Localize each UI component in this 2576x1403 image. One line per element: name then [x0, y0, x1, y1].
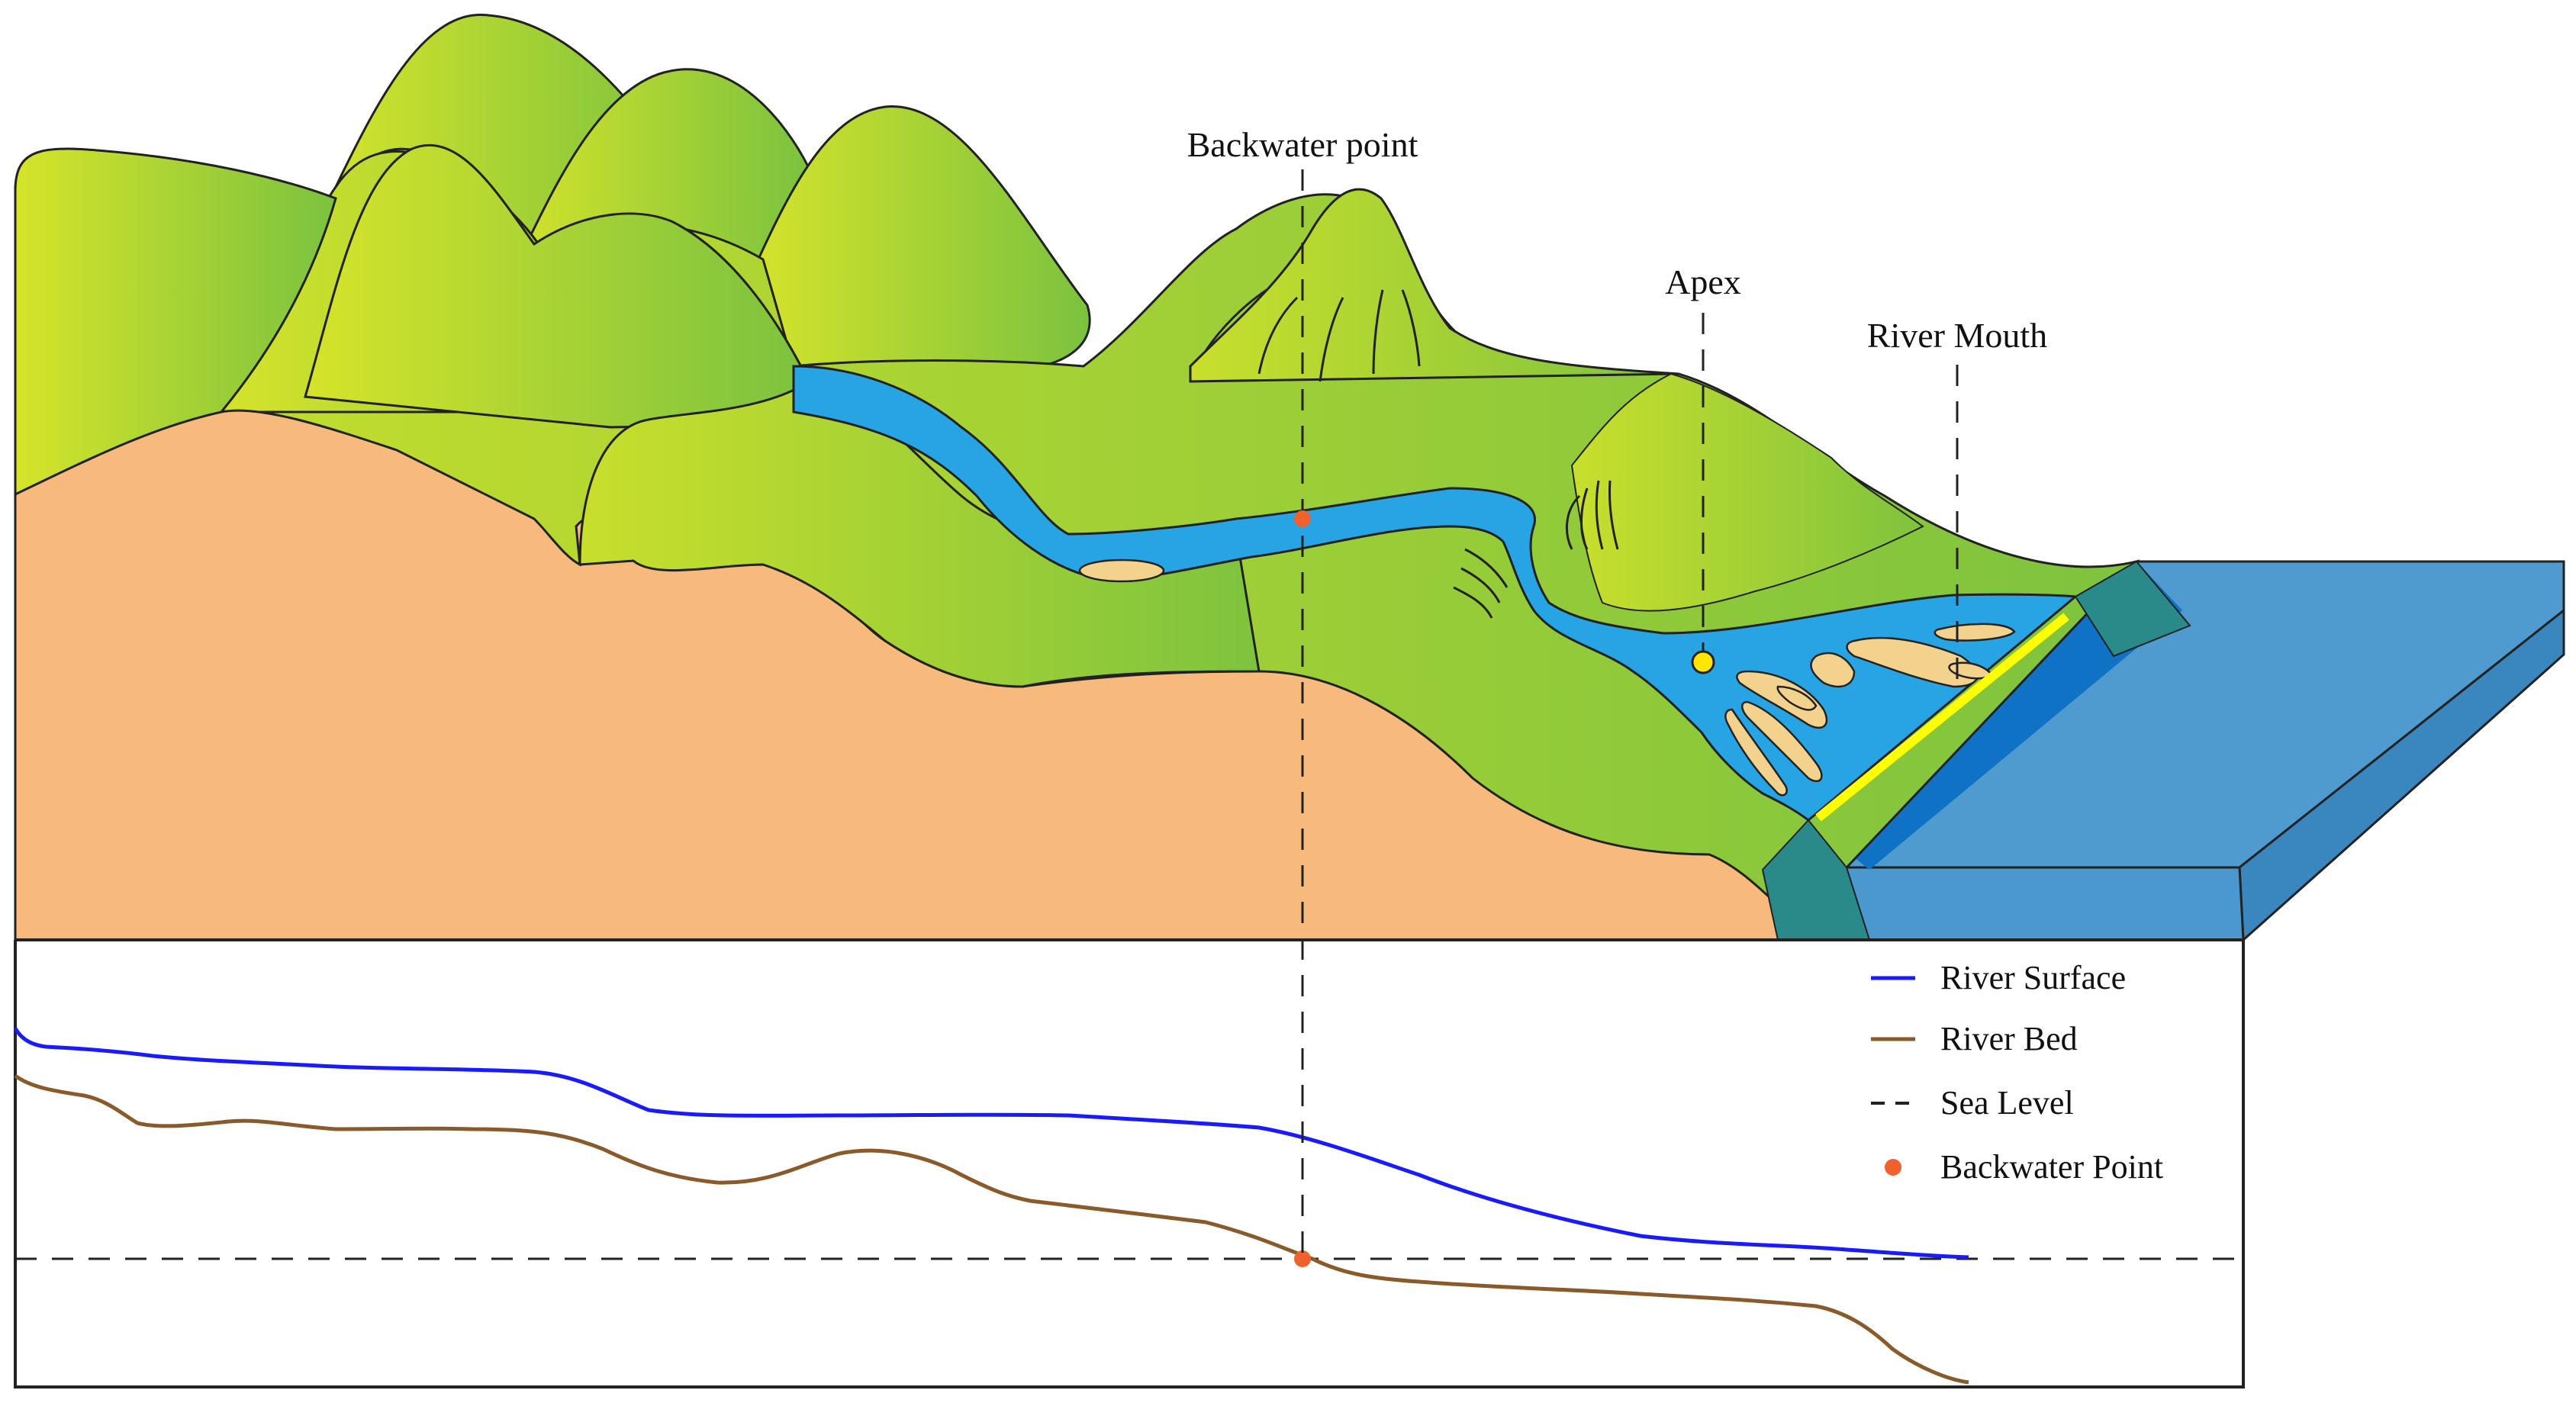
center-ridges: [1453, 548, 1509, 619]
river-mouth-line: [1815, 613, 2069, 822]
right-hill: [1570, 372, 1924, 612]
backwater-point-profile-dot: [1294, 1250, 1311, 1267]
backwater-point-map-dot: [1294, 510, 1311, 527]
legend-backwater-point-swatch: [1885, 1159, 1901, 1176]
river-mouth-label: River Mouth: [1867, 316, 2047, 355]
right-hill-ridges: [1565, 480, 1619, 550]
shoal-edge-top: [2074, 560, 2191, 658]
legend-river-bed-label: River Bed: [1940, 1020, 2078, 1057]
sand-bar: [1810, 652, 1856, 688]
guide-lines: [1301, 169, 1959, 1259]
sand-bar: [1741, 700, 1823, 783]
sand-bar: [1934, 623, 2016, 642]
sand-bar: [1776, 685, 1818, 711]
apex-label: Apex: [1665, 262, 1741, 301]
landscape: [14, 13, 2191, 941]
river-surface-line: [13, 1027, 1969, 1260]
sand-bar: [1724, 708, 1788, 796]
sand-bar: [1948, 661, 1993, 680]
sand-bar: [1846, 636, 1979, 688]
legend-river-surface-label: River Surface: [1940, 959, 2126, 996]
sea-block: [1775, 560, 2565, 943]
profile-panel: [13, 938, 2245, 1389]
legend: River Surface River Bed Sea Level Backwa…: [1871, 959, 2163, 1186]
legend-sea-level-label: Sea Level: [1940, 1084, 2074, 1121]
mid-peak: [1189, 188, 1679, 383]
profile-panel-border: [14, 938, 2245, 1389]
backwater-point-label: Backwater point: [1187, 125, 1418, 164]
mid-peak-ridges: [1204, 288, 1421, 382]
sand-bar: [1078, 558, 1165, 583]
back-hill-right: [746, 105, 1091, 372]
river-bed-line: [14, 1073, 1969, 1385]
sand-bar: [1736, 670, 1828, 729]
apex-marker: [1691, 650, 1715, 674]
sand-bars: [1078, 558, 2016, 796]
legend-backwater-point-label: Backwater Point: [1940, 1148, 2163, 1186]
